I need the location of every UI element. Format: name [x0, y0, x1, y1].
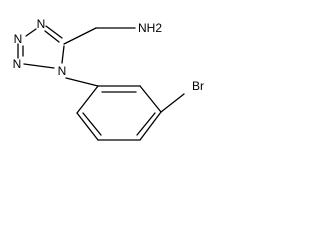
bond-n2-n1: [23, 63, 55, 69]
atom-label-n3: N: [14, 32, 23, 46]
aminomethyl-bonds: [63, 27, 136, 45]
bond-ar5-ar6-inner: [82, 112, 102, 136]
bond-ar2-ar3: [139, 85, 162, 113]
bond-ar3-br: [160, 93, 185, 113]
atom-label-n2: N: [13, 57, 22, 71]
bond-ar3-ar4: [139, 111, 162, 141]
bond-c5-ch2: [63, 27, 97, 45]
atom-label-n4: N: [37, 17, 46, 31]
bond-ar3-ar4-inner: [136, 112, 156, 136]
bond-ar5-ar6: [76, 112, 99, 141]
bond-c5-n4-double: [45, 25, 63, 39]
chemical-structure-diagram: NH2 N N N N Br: [13, 17, 204, 141]
atom-label-br: Br: [192, 79, 204, 93]
tetrazole-ring-bonds: [17, 25, 65, 69]
bond-c5-n4-double-inner: [44, 30, 60, 43]
atom-label-nh2: NH2: [138, 21, 162, 35]
bond-n1-c5: [61, 45, 65, 64]
atom-labels: NH2 N N N N Br: [13, 17, 204, 93]
bond-ar6-ar1: [76, 85, 99, 114]
bond-n1-phenyl: [65, 77, 99, 87]
benzene-ring-bonds: [76, 85, 162, 141]
bond-n4-n3: [25, 28, 37, 37]
atom-label-n1: N: [58, 64, 67, 78]
